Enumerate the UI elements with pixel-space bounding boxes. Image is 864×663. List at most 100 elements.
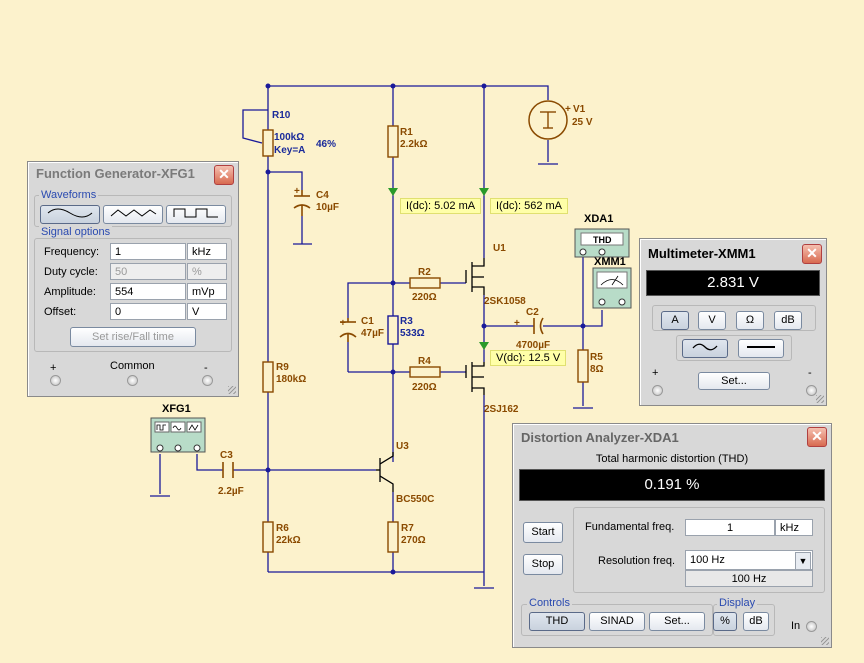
multimeter-minus-label: - <box>808 367 812 379</box>
u3-model: BC550C <box>396 494 435 505</box>
mode-ampere-button[interactable]: A <box>661 311 689 330</box>
frequency-settings-group <box>573 507 825 593</box>
multimeter-plus-terminal[interactable] <box>652 385 663 396</box>
duty-cycle-label: Duty cycle: <box>44 266 98 278</box>
sinad-mode-button[interactable]: SINAD <box>589 612 645 631</box>
u3-ref: U3 <box>396 441 409 452</box>
v1-plus: + <box>565 104 571 115</box>
mode-ohm-button[interactable]: Ω <box>736 311 764 330</box>
multimeter-set-button[interactable]: Set... <box>698 372 770 390</box>
offset-field[interactable]: 0 <box>110 303 186 320</box>
amplitude-unit[interactable]: mVp <box>187 283 227 300</box>
xda1-thd-label: THD <box>593 235 612 245</box>
c3-value: 2.2µF <box>218 486 244 497</box>
mode-db-button[interactable]: dB <box>774 311 802 330</box>
controls-label: Controls <box>527 597 572 609</box>
frequency-unit[interactable]: kHz <box>187 243 227 260</box>
r10-key: Key=A <box>274 145 306 156</box>
probe-output-voltage[interactable]: V(dc): 12.5 V <box>490 350 567 366</box>
v1-ref: V1 <box>573 104 586 115</box>
multimeter-plus-label: + <box>652 367 659 379</box>
distortion-analyzer-window: Distortion Analyzer-XDA1 ✕ Total harmoni… <box>512 423 832 648</box>
dc-line-icon <box>747 346 775 348</box>
r4-value: 220Ω <box>412 382 437 393</box>
positive-terminal-label: + <box>50 362 57 374</box>
ac-wave-icon <box>692 343 718 351</box>
dc-mode-button[interactable] <box>738 339 784 358</box>
mode-buttons-group <box>652 305 816 331</box>
thd-reading: 0.191 % <box>519 469 825 501</box>
probe-u1-current[interactable]: I(dc): 562 mA <box>490 198 569 214</box>
frequency-field[interactable]: 1 <box>110 243 186 260</box>
resize-grip-icon[interactable] <box>228 386 236 394</box>
offset-unit[interactable]: V <box>187 303 227 320</box>
resolution-freq-readout: 100 Hz <box>685 570 813 587</box>
c4-plus: + <box>294 186 300 197</box>
triangle-wave-button[interactable] <box>103 205 163 224</box>
mode-volt-button[interactable]: V <box>698 311 726 330</box>
amplitude-field[interactable]: 554 <box>110 283 186 300</box>
r5-value: 8Ω <box>590 364 604 375</box>
r6-value: 22kΩ <box>276 535 301 546</box>
negative-terminal-label: - <box>204 362 208 374</box>
db-display-button[interactable]: dB <box>743 612 769 631</box>
duty-cycle-field: 50 <box>110 263 186 280</box>
xmm1-ref: XMM1 <box>594 256 626 268</box>
triangle-wave-icon <box>110 209 157 217</box>
square-wave-button[interactable] <box>166 205 226 224</box>
common-terminal[interactable] <box>127 375 138 386</box>
multimeter-window: Multimeter-XMM1 ✕ 2.831 V A V Ω dB Set..… <box>639 238 827 406</box>
c1-ref: C1 <box>361 316 374 327</box>
stop-button[interactable]: Stop <box>523 554 563 575</box>
resize-grip-icon[interactable] <box>821 637 829 645</box>
ac-mode-button[interactable] <box>682 339 728 358</box>
controls-group <box>521 604 713 636</box>
resize-grip-icon[interactable] <box>816 395 824 403</box>
v1-value: 25 V <box>572 117 593 128</box>
c1-plus: + <box>340 318 346 329</box>
positive-terminal[interactable] <box>50 375 61 386</box>
waveforms-group <box>34 195 232 227</box>
u1-model: 2SK1058 <box>484 296 526 307</box>
sine-wave-icon <box>47 208 93 218</box>
negative-terminal[interactable] <box>202 375 213 386</box>
fundamental-freq-field[interactable]: 1 <box>685 519 775 536</box>
frequency-label: Frequency: <box>44 246 100 258</box>
c4-ref: C4 <box>316 190 329 201</box>
r2-ref: R2 <box>418 267 431 278</box>
r5-ref: R5 <box>590 352 603 363</box>
thd-mode-button[interactable]: THD <box>529 612 585 631</box>
set-rise-fall-button: Set rise/Fall time <box>70 327 196 347</box>
fundamental-freq-label: Fundamental freq. <box>585 521 675 533</box>
c2-plus: + <box>514 318 520 329</box>
c3-ref: C3 <box>220 450 233 461</box>
r7-value: 270Ω <box>401 535 426 546</box>
input-terminal[interactable] <box>806 621 817 632</box>
r6-ref: R6 <box>276 523 289 534</box>
start-button[interactable]: Start <box>523 522 563 543</box>
r1-ref: R1 <box>400 127 413 138</box>
distortion-analyzer-title[interactable]: Distortion Analyzer-XDA1 <box>521 430 679 445</box>
function-generator-window: Function Generator-XFG1 ✕ Waveforms Sign… <box>27 161 239 397</box>
function-generator-title[interactable]: Function Generator-XFG1 <box>36 166 195 181</box>
function-generator-close-button[interactable]: ✕ <box>214 165 234 185</box>
distortion-analyzer-close-button[interactable]: ✕ <box>807 427 827 447</box>
u1-ref: U1 <box>493 243 506 254</box>
offset-label: Offset: <box>44 306 77 318</box>
chevron-down-icon[interactable]: ▼ <box>795 552 811 570</box>
r10-setting[interactable]: 46% <box>316 139 337 150</box>
r10-value: 100kΩ <box>274 132 305 143</box>
analyzer-set-button[interactable]: Set... <box>649 612 705 631</box>
sine-wave-button[interactable] <box>40 205 100 224</box>
common-terminal-label: Common <box>110 360 155 372</box>
r10-ref: R10 <box>272 110 291 121</box>
resolution-freq-select[interactable]: 100 Hz ▼ <box>685 550 813 570</box>
percent-display-button[interactable]: % <box>713 612 737 631</box>
multimeter-minus-terminal[interactable] <box>806 385 817 396</box>
multimeter-title[interactable]: Multimeter-XMM1 <box>648 246 756 261</box>
fundamental-freq-unit[interactable]: kHz <box>775 519 813 536</box>
probe-r1-current[interactable]: I(dc): 5.02 mA <box>400 198 482 214</box>
multimeter-close-button[interactable]: ✕ <box>802 244 822 264</box>
c2-ref: C2 <box>526 307 539 318</box>
